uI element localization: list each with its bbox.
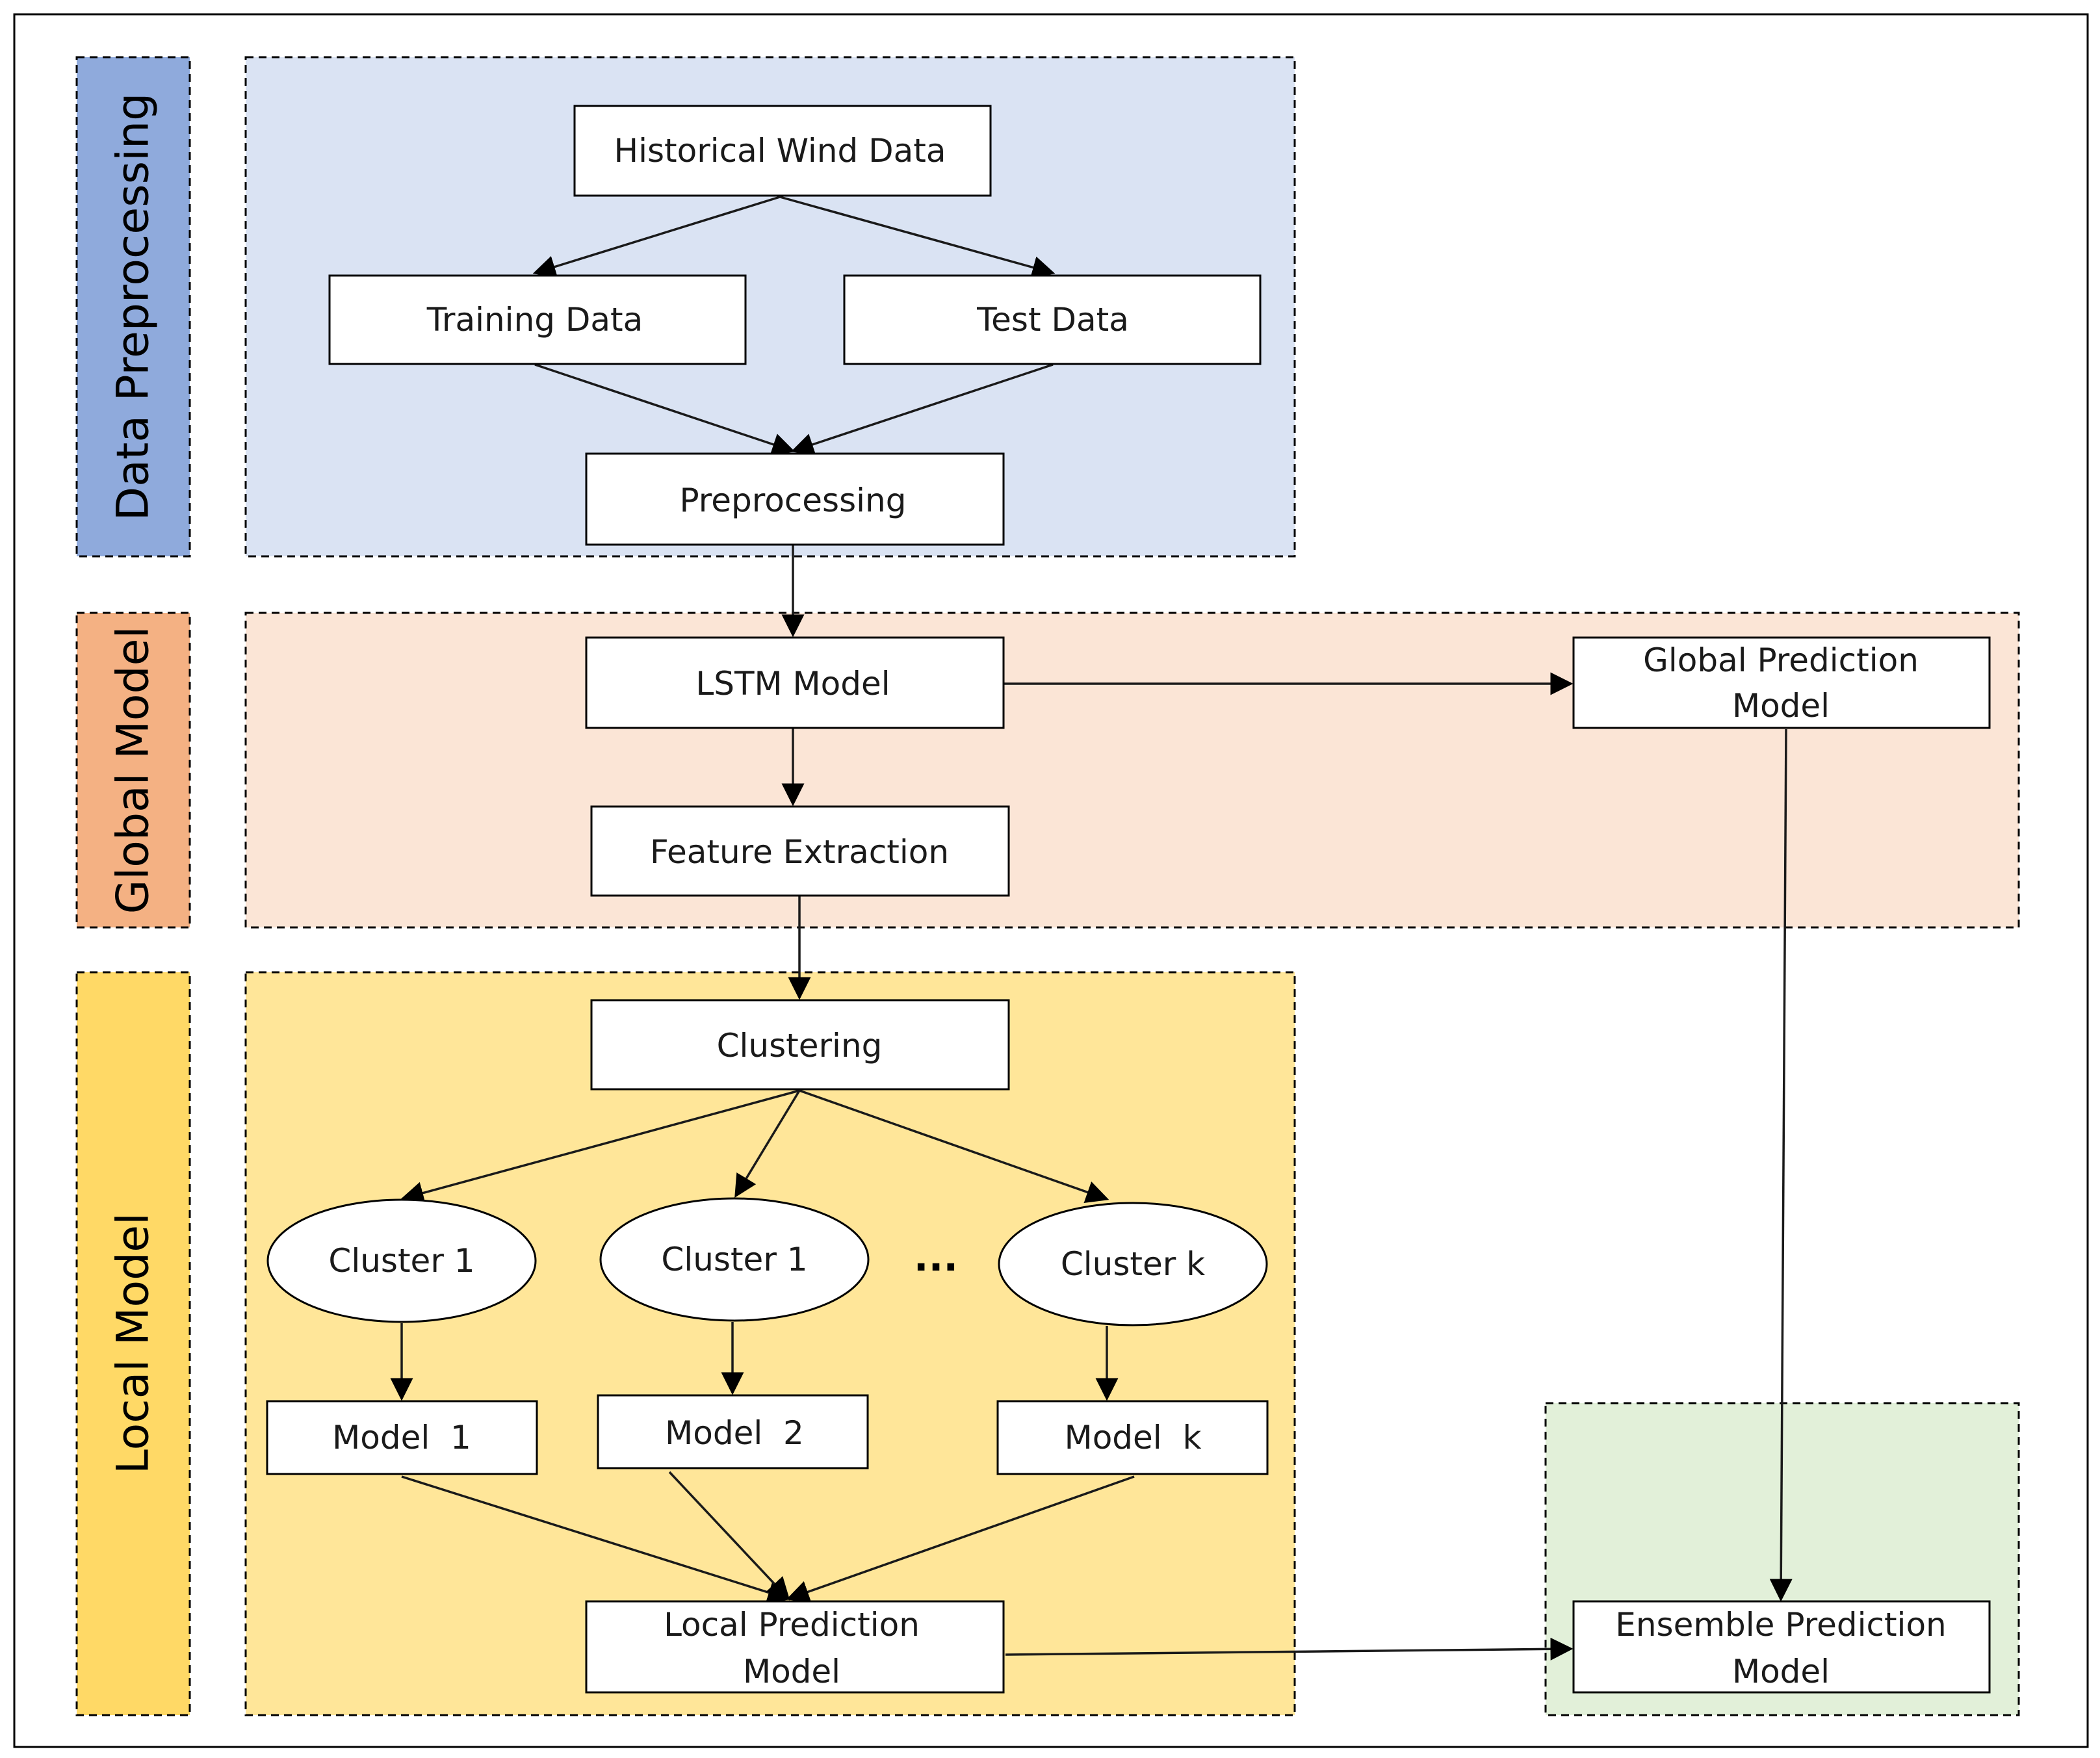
node-label-line-2: Model <box>1732 1653 1830 1690</box>
node-label: Cluster k <box>1061 1245 1205 1283</box>
node-box <box>1572 1600 1991 1694</box>
edge-local-prediction-to-ensemble <box>1005 1637 1574 1661</box>
lane-bar-global-model <box>75 612 191 929</box>
lane-bar-local-model <box>75 971 191 1716</box>
node-box <box>1572 636 1991 729</box>
node-box <box>590 805 1010 897</box>
node-box <box>996 1400 1269 1475</box>
node-preprocessing[interactable]: Preprocessing <box>585 452 1005 546</box>
ellipsis-more-clusters: ... <box>914 1235 958 1280</box>
node-label: Model 2 <box>665 1414 804 1452</box>
node-label: Clustering <box>717 1027 883 1065</box>
node-historical-wind-data[interactable]: Historical Wind Data <box>573 105 992 197</box>
node-model-2[interactable]: Model 2 <box>597 1394 869 1469</box>
edge-clustering-to-cluster-b <box>734 1090 801 1198</box>
node-model-1[interactable]: Model 1 <box>266 1400 538 1475</box>
node-training-data[interactable]: Training Data <box>328 274 747 365</box>
node-clustering[interactable]: Clustering <box>590 999 1010 1091</box>
node-ensemble-prediction-model[interactable]: Ensemble Prediction Model <box>1572 1600 1991 1694</box>
node-box <box>328 274 747 365</box>
node-label: Historical Wind Data <box>614 132 946 170</box>
node-label: Cluster 1 <box>328 1242 474 1280</box>
node-shape <box>266 1198 537 1323</box>
lane-bar-data-preprocessing <box>75 56 191 558</box>
node-feature-extraction[interactable]: Feature Extraction <box>590 805 1010 897</box>
node-box <box>266 1400 538 1475</box>
node-label: Cluster 1 <box>661 1241 807 1278</box>
edge-training-to-preprocessing <box>534 363 796 456</box>
node-test-data[interactable]: Test Data <box>843 274 1262 365</box>
node-cluster-k[interactable]: Cluster k <box>998 1202 1268 1326</box>
edges <box>390 196 1793 1661</box>
node-global-prediction-model[interactable]: Global Prediction Model <box>1572 636 1991 729</box>
edge-model-k-to-local-prediction <box>786 1475 1135 1603</box>
edge-global-prediction-to-ensemble <box>1769 729 1793 1602</box>
node-local-prediction-model[interactable]: Local Prediction Model <box>585 1600 1005 1694</box>
node-label: Test Data <box>976 301 1129 339</box>
node-label-line-2: Model <box>1732 687 1830 725</box>
edge-model-2-to-local-prediction <box>668 1471 790 1601</box>
node-label-line-1: Ensemble Prediction <box>1615 1606 1946 1644</box>
node-label: Feature Extraction <box>650 833 949 871</box>
edge-model-1-to-local-prediction <box>401 1475 791 1604</box>
node-box <box>573 105 992 197</box>
node-box <box>597 1394 869 1469</box>
node-label-line-2: Model <box>743 1653 840 1690</box>
node-label: Training Data <box>426 301 643 339</box>
lane-label-data-preprocessing: Data Preprocessing <box>108 93 159 521</box>
node-label: Preprocessing <box>680 482 907 519</box>
edge-historical-to-training <box>532 196 781 278</box>
edge-clustering-to-cluster-a <box>400 1089 800 1204</box>
node-shape <box>998 1202 1268 1326</box>
node-label: LSTM Model <box>695 665 890 703</box>
edge-clustering-to-cluster-k <box>799 1089 1109 1204</box>
node-cluster-b[interactable]: Cluster 1 <box>599 1197 870 1322</box>
edge-test-to-preprocessing <box>790 363 1054 456</box>
lane-label-local-model: Local Model <box>108 1213 159 1474</box>
node-box <box>843 274 1262 365</box>
edge-historical-to-test <box>779 196 1056 279</box>
node-box <box>585 1600 1005 1694</box>
node-shape <box>599 1197 870 1322</box>
node-label-line-1: Local Prediction <box>664 1606 920 1644</box>
lane-label-global-model: Global Model <box>108 627 159 914</box>
node-label: Model 1 <box>332 1419 471 1456</box>
node-label: Model k <box>1065 1419 1202 1456</box>
node-cluster-a[interactable]: Cluster 1 <box>266 1198 537 1323</box>
node-box <box>585 452 1005 546</box>
node-box <box>590 999 1010 1091</box>
node-label-line-1: Global Prediction <box>1643 641 1919 679</box>
node-lstm-model[interactable]: LSTM Model <box>585 636 1005 729</box>
node-box <box>585 636 1005 729</box>
node-model-k[interactable]: Model k <box>996 1400 1269 1475</box>
